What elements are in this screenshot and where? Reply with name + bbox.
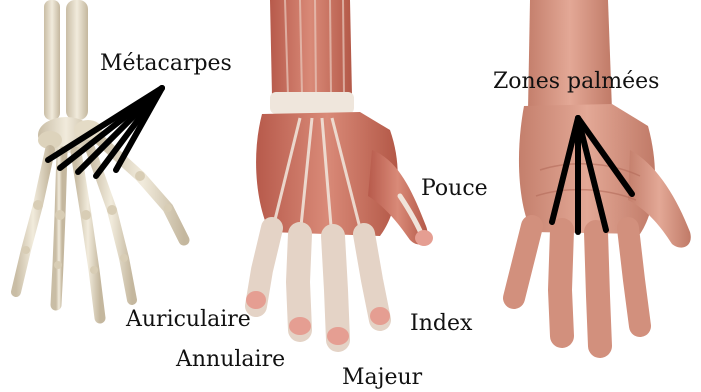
skeleton-hand: [16, 0, 184, 318]
label-pouce: Pouce: [421, 178, 488, 200]
label-metacarpes: Métacarpes: [100, 53, 232, 75]
muscle-hand: [246, 0, 433, 345]
label-index: Index: [410, 313, 472, 335]
label-majeur: Majeur: [342, 367, 422, 389]
label-zones-palmees: Zones palmées: [493, 71, 659, 93]
skin-hand: [514, 0, 691, 346]
label-auriculaire: Auriculaire: [126, 309, 251, 331]
label-annulaire: Annulaire: [176, 349, 285, 371]
